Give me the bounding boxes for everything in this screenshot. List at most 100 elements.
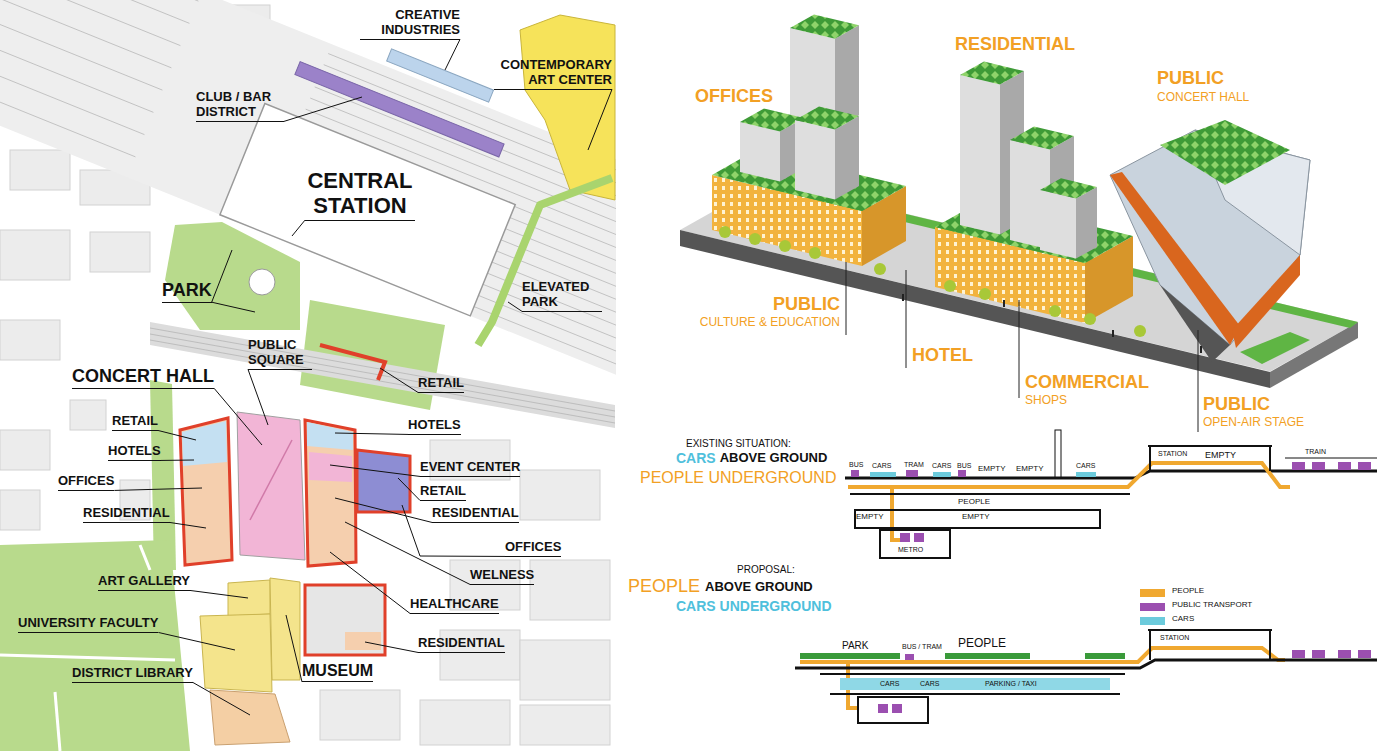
section-existing: [1285, 458, 1377, 459]
section-proposal: [1358, 650, 1371, 658]
section-label: PARKING / TAXI: [985, 680, 1037, 688]
section-proposal: [892, 704, 902, 713]
hotel-block: [182, 421, 227, 466]
section-proposal: [905, 654, 914, 660]
section-proposal: [858, 697, 928, 723]
map-label: ART GALLERY: [98, 574, 190, 591]
section-label: EMPTY: [962, 512, 990, 521]
section-proposal: [1085, 653, 1125, 659]
university-block: [200, 614, 272, 692]
leader-line: [445, 39, 460, 70]
section-label: TRAIN: [1305, 448, 1326, 456]
map-label: PUBLIC SQUARE: [248, 338, 312, 370]
section-proposal: [1338, 650, 1351, 658]
section-existing: [1148, 446, 1272, 471]
leader-line: [846, 262, 847, 335]
program-label: COMMERCIAL: [1025, 372, 1149, 393]
section-label: BUS: [957, 462, 971, 470]
map-label: RESIDENTIAL: [432, 506, 519, 523]
section-existing: [1292, 462, 1305, 470]
library-block: [210, 690, 290, 745]
program-label: OPEN-AIR STAGE: [1203, 416, 1304, 430]
section-label: EMPTY: [978, 464, 1006, 473]
leader-line: [170, 522, 206, 528]
city-blocks: [520, 705, 610, 745]
leader-line: [398, 478, 420, 500]
map-label: WELNESS: [470, 568, 534, 585]
city-blocks: [0, 430, 50, 470]
city-blocks: [530, 560, 610, 620]
rail-track: [150, 334, 615, 417]
park-area: [165, 222, 300, 330]
mixed-use-block: [305, 420, 356, 566]
program-label: RESIDENTIAL: [955, 34, 1075, 55]
station-building: [220, 103, 515, 315]
city-blocks: [320, 690, 400, 740]
section-existing: [1338, 462, 1351, 470]
leader-line: [193, 682, 250, 715]
city-blocks: [0, 490, 40, 530]
section-label: CARS: [880, 680, 899, 688]
map-label: RESIDENTIAL: [83, 506, 170, 523]
axonometric-view: [1010, 127, 1074, 150]
tree: [944, 280, 956, 292]
section-label: PARK: [842, 640, 869, 652]
map-label: RETAIL: [420, 484, 466, 501]
leader-line: [212, 302, 255, 312]
leader-line: [158, 430, 196, 440]
legend-label: PUBLIC TRANSPORT: [1172, 600, 1252, 609]
leader-line: [114, 488, 202, 490]
leader-line: [190, 590, 248, 598]
section-label: CARS UNDERGROUND: [676, 598, 832, 614]
section-existing: [1312, 462, 1325, 470]
city-blocks: [0, 320, 60, 360]
rail-track: [0, 0, 189, 23]
map-label: DISTRICT LIBRARY: [72, 666, 193, 683]
axonometric-view: [1040, 178, 1097, 198]
leader-line: [214, 388, 262, 445]
leader-line: [588, 89, 612, 150]
office-block: [357, 450, 410, 512]
park-path: [0, 655, 175, 660]
program-label: PUBLIC: [1157, 68, 1224, 89]
section-label: STATION: [1160, 634, 1189, 642]
section-existing: [914, 533, 924, 542]
leader-line: [212, 250, 232, 302]
axonometric-view: [835, 116, 859, 200]
section-proposal: [795, 660, 1377, 668]
section-proposal: [945, 653, 1030, 659]
legend-label: PEOPLE: [1172, 586, 1204, 595]
program-label: CONCERT HALL: [1157, 91, 1249, 105]
rail-line: [150, 322, 615, 428]
map-label: CENTRAL STATION: [305, 168, 415, 221]
leader-line: [846, 262, 1198, 432]
axonometric-view: [740, 109, 804, 132]
program-label: PUBLIC: [690, 294, 840, 315]
mixed-use-block: [180, 418, 232, 565]
axonometric-view: [1160, 120, 1290, 185]
section-proposal: [800, 653, 900, 659]
map-label: OFFICES: [58, 474, 114, 491]
section-label: CARS: [932, 462, 951, 470]
axonometric-view: [680, 15, 1358, 433]
axonometric-view: [740, 122, 780, 182]
section-proposal: [1292, 650, 1305, 658]
map-label: RESIDENTIAL: [418, 636, 505, 653]
leader-line: [292, 220, 305, 236]
section-existing: [850, 493, 1130, 495]
tree: [719, 226, 731, 238]
section-label: METRO: [898, 546, 923, 554]
map-label: HEALTHCARE: [410, 597, 499, 614]
axonometric-view: [1240, 332, 1310, 364]
map-label: OFFICES: [505, 540, 561, 557]
leader-line: [161, 460, 194, 461]
axonometric-view: [960, 75, 1000, 235]
section-label: BUS / TRAM: [902, 643, 942, 651]
section-existing: [1358, 462, 1371, 470]
axonometric-view: [1040, 190, 1076, 259]
leader-line: [335, 498, 432, 522]
person-figure: [902, 294, 904, 301]
legend-swatch: [1140, 589, 1165, 597]
section-label: STATION: [1158, 450, 1187, 458]
map-label: UNIVERSITY FACULTY: [18, 616, 158, 633]
